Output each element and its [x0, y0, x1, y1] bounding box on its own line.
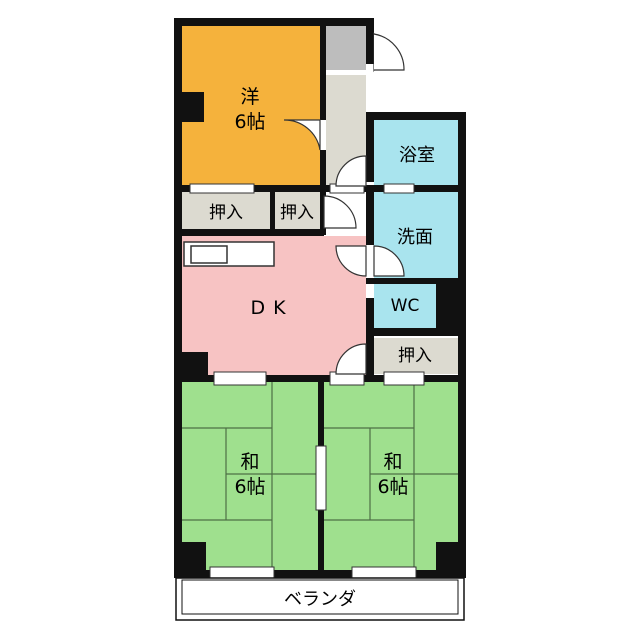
door-swings — [283, 31, 405, 375]
entrance-storage — [326, 25, 366, 70]
bath-room — [374, 120, 460, 186]
wc-room — [374, 283, 436, 328]
veranda — [175, 577, 465, 621]
veranda-inner-edge — [181, 579, 459, 615]
closet-mid-label: 押入 — [280, 203, 314, 223]
dk-label: DK — [250, 297, 293, 319]
japanese-room-right — [324, 382, 460, 570]
wc-label: WC — [391, 296, 420, 316]
closet-right-label: 押入 — [398, 346, 432, 366]
bath-label: 浴室 — [399, 145, 435, 166]
closet-mid — [274, 191, 320, 229]
veranda-label: ベランダ — [284, 589, 356, 610]
tatami-lines — [180, 382, 460, 570]
closet-right — [374, 338, 460, 374]
western-room-size: 6帖 — [234, 111, 265, 133]
japanese-right-size: 6帖 — [377, 476, 408, 498]
japanese-room-left — [180, 382, 318, 570]
kitchen-sink — [190, 245, 228, 264]
japanese-left-size: 6帖 — [234, 476, 265, 498]
washroom-label: 洗面 — [397, 227, 433, 248]
closet-left-label: 押入 — [209, 203, 243, 223]
closet-left — [182, 191, 270, 229]
japanese-left-type: 和 — [240, 451, 259, 473]
western-room-type: 洋 — [240, 86, 259, 108]
japanese-right-type: 和 — [383, 451, 402, 473]
